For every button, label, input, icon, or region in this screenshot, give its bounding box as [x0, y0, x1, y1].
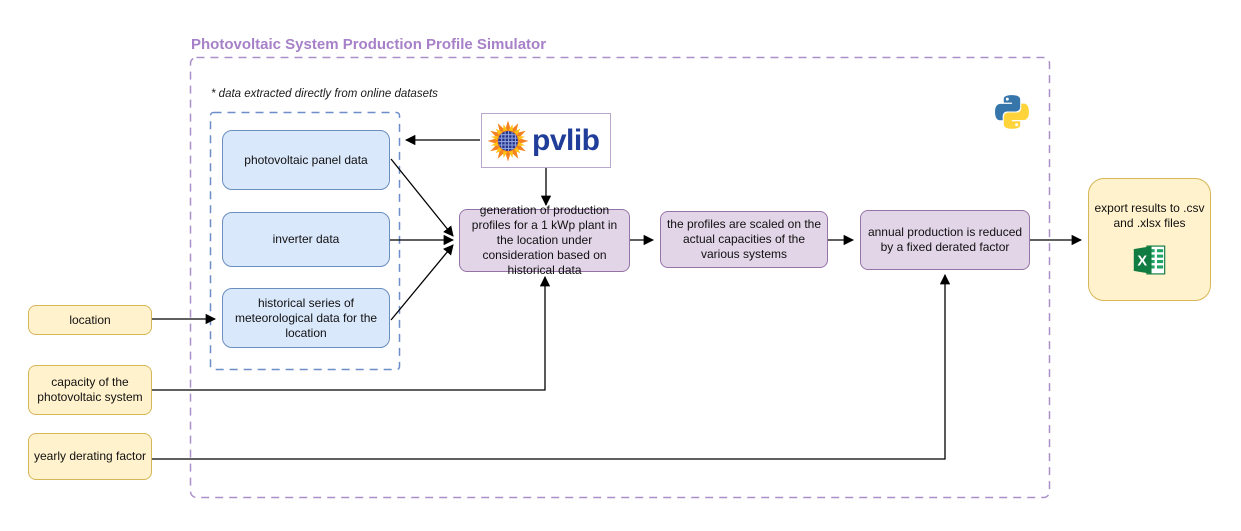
node-profiles-scaled: the profiles are scaled on the actual ca…: [660, 211, 828, 268]
python-icon: [995, 95, 1029, 129]
node-yearly-derating-factor: yearly derating factor: [28, 433, 152, 480]
node-annual-derating: annual production is reduced by a fixed …: [860, 210, 1030, 270]
node-export-results: export results to .csv and .xlsx files X: [1088, 178, 1211, 301]
arrow-meteo-to-generation: [390, 244, 454, 321]
pvlib-sun-icon: [487, 120, 529, 161]
node-photovoltaic-panel-data: photovoltaic panel data: [222, 130, 390, 190]
node-generation-of-profiles: generation of production profiles for a …: [459, 203, 630, 277]
arrow-yearly-to-derated: [152, 273, 951, 460]
excel-icon: X: [1133, 245, 1165, 275]
node-location: location: [28, 305, 152, 335]
diagram-title: Photovoltaic System Production Profile S…: [191, 36, 547, 53]
excel-x-letter: X: [1137, 253, 1147, 269]
node-inverter-data: inverter data: [222, 212, 390, 267]
arrow-panel-to-generation: [390, 158, 454, 237]
inner-dashed-container: [209, 111, 401, 371]
arrow-capacity-to-generation: [152, 275, 551, 391]
export-label: export results to .csv and .xlsx files: [1094, 201, 1205, 230]
dataset-note: * data extracted directly from online da…: [211, 88, 438, 100]
pvlib-logo: pvlib: [481, 113, 611, 168]
node-capacity: capacity of the photovoltaic system: [28, 365, 152, 415]
outer-dashed-container: [189, 56, 1051, 499]
node-meteorological-data: historical series of meteorological data…: [222, 288, 390, 348]
pvlib-wordmark: pvlib: [532, 123, 600, 157]
